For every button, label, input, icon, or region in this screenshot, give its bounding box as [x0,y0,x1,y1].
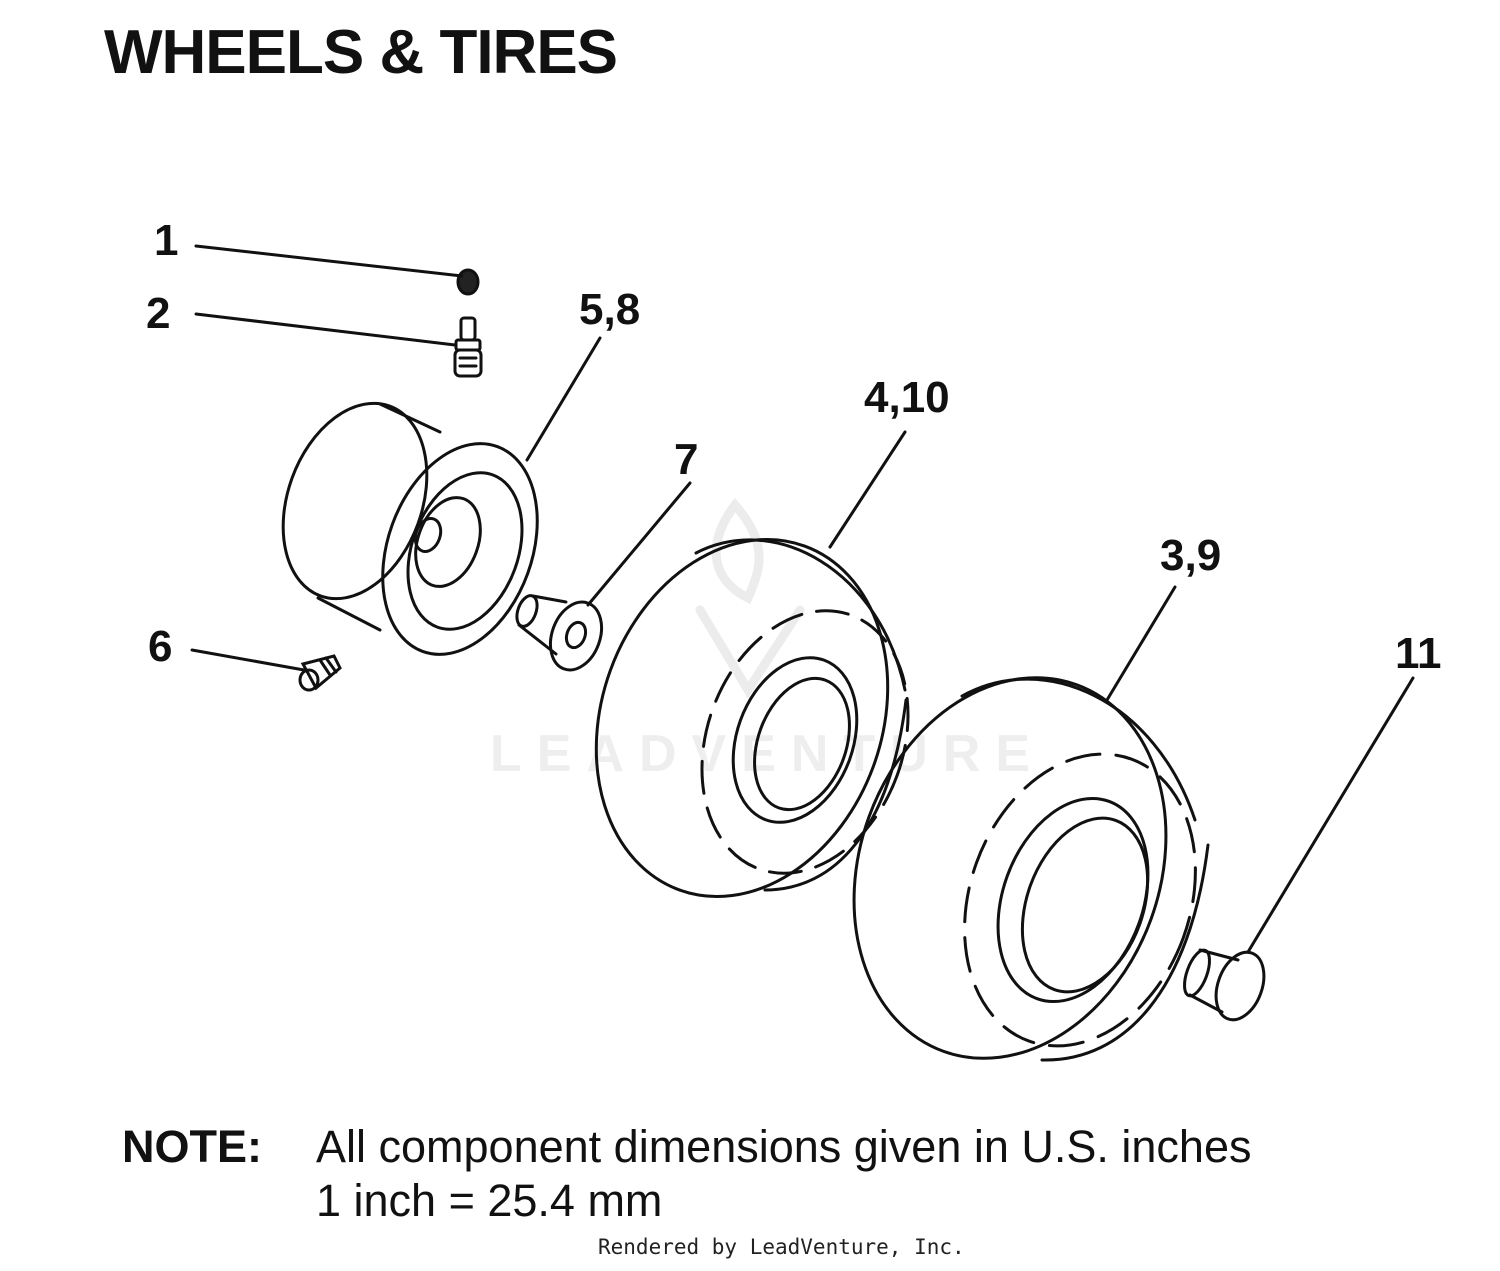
callout-6[interactable]: 6 [148,622,172,671]
callout-11[interactable]: 11 [1395,629,1442,678]
callout-3-9[interactable]: 3,9 [1160,531,1221,580]
callout-4-10[interactable]: 4,10 [864,373,950,422]
note-label: NOTE: [122,1121,262,1172]
watermark-logo [695,497,805,699]
render-credit: Rendered by LeadVenture, Inc. [598,1235,965,1259]
valve-cap-part[interactable] [456,268,480,296]
callout-7[interactable]: 7 [674,435,698,484]
wheel-rim-part[interactable] [257,383,564,676]
callout-1[interactable]: 1 [154,216,178,265]
callout-2[interactable]: 2 [146,289,170,338]
watermark: LEADVENTURE [490,725,1046,783]
sleeve-part[interactable] [1179,946,1272,1027]
valve-stem-part[interactable] [453,316,483,378]
leader-lines [190,244,1415,954]
callout-5-8[interactable]: 5,8 [579,285,640,334]
note-line-1: All component dimensions given in U.S. i… [316,1121,1252,1172]
rear-tire-part[interactable] [802,633,1234,1102]
diagram-title: WHEELS & TIRES [104,18,618,87]
bolt-part[interactable] [298,654,342,692]
note-line-2: 1 inch = 25.4 mm [316,1175,663,1226]
front-tire-part[interactable] [548,498,943,938]
bushing-part[interactable] [513,593,610,677]
